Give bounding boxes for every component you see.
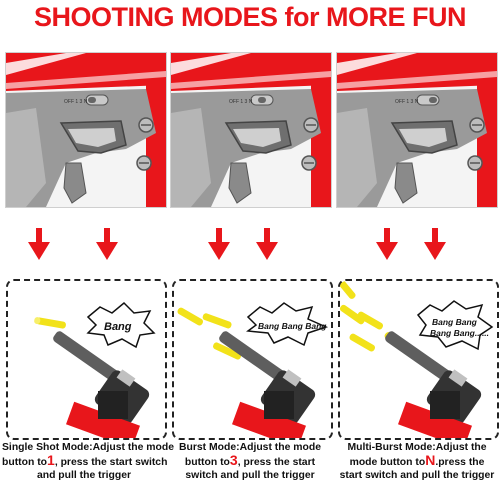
down-arrow-icon — [424, 228, 446, 260]
foam-dart-icon — [213, 342, 242, 360]
down-arrow-icon — [376, 228, 398, 260]
burst-panel: Bang Bang Bang — [172, 279, 333, 440]
bang-bubble: Bang — [86, 301, 156, 349]
bang-bubble: Bang Bang Bang — [246, 302, 329, 347]
down-arrows-1 — [28, 228, 118, 260]
foam-dart-icon — [340, 281, 356, 299]
blaster-barrel-icon — [53, 331, 150, 438]
bubble-text: Bang — [104, 321, 132, 333]
bubble-text: Bang Bang Bang — [258, 321, 327, 331]
down-arrow-icon — [256, 228, 278, 260]
blaster-barrel-icon — [385, 331, 482, 438]
caption-line: button to3, press the start — [184, 452, 316, 468]
caption-line: Burst Mode:Adjust the mode — [178, 442, 321, 453]
blaster-barrel-icon — [219, 331, 316, 438]
mode-switch-label: OFF 1 3 N — [395, 99, 419, 105]
foam-dart-icon — [34, 317, 66, 329]
caption-line: start switch and pull the trigger — [339, 470, 495, 481]
foam-dart-icon — [177, 307, 204, 326]
caption-line: Single Shot Mode:Adjust the mode — [2, 442, 175, 453]
bubble-text-line1: Bang Bang — [432, 317, 478, 327]
blaster-photo-1: OFF 1 3 N — [5, 52, 167, 208]
mode-number: 1 — [47, 452, 55, 468]
down-arrow-icon — [208, 228, 230, 260]
caption-line: mode button toN.press the — [349, 452, 485, 468]
foam-dart-icon — [202, 313, 232, 329]
bang-bubble: Bang Bang Bang Bang...... — [416, 300, 494, 351]
burst-caption: Burst Mode:Adjust the mode button to3, p… — [168, 441, 332, 482]
blaster-photo-3: OFF 1 3 N — [336, 52, 498, 208]
down-arrows-3 — [376, 228, 446, 260]
down-arrow-icon — [96, 228, 118, 260]
down-arrows-2 — [208, 228, 278, 260]
bubble-text-line2: Bang Bang...... — [430, 328, 489, 338]
mode-number: 3 — [229, 452, 238, 468]
mode-number: N — [425, 452, 436, 468]
mode-switch-label: OFF 1 3 N — [64, 99, 88, 105]
mode-switch-label: OFF 1 3 N — [229, 99, 253, 105]
page-title: SHOOTING MODES for MORE FUN — [34, 2, 467, 32]
single-shot-panel: Bang — [6, 279, 167, 440]
blaster-photo-2: OFF 1 3 N — [170, 52, 332, 208]
caption-line: button to1, press the start switch — [2, 452, 168, 468]
caption-line: switch and pull the trigger — [185, 470, 315, 481]
caption-line: and pull the trigger — [36, 470, 132, 481]
multi-burst-caption: Multi-Burst Mode:Adjust the mode button … — [334, 441, 500, 482]
foam-dart-icon — [349, 333, 376, 352]
single-shot-caption: Single Shot Mode:Adjust the mode button … — [2, 441, 175, 482]
multi-burst-panel: Bang Bang Bang Bang...... — [338, 279, 499, 440]
foam-dart-icon — [340, 304, 365, 325]
foam-dart-icon — [357, 311, 384, 330]
down-arrow-icon — [28, 228, 50, 260]
caption-line: Multi-Burst Mode:Adjust the — [347, 442, 487, 453]
